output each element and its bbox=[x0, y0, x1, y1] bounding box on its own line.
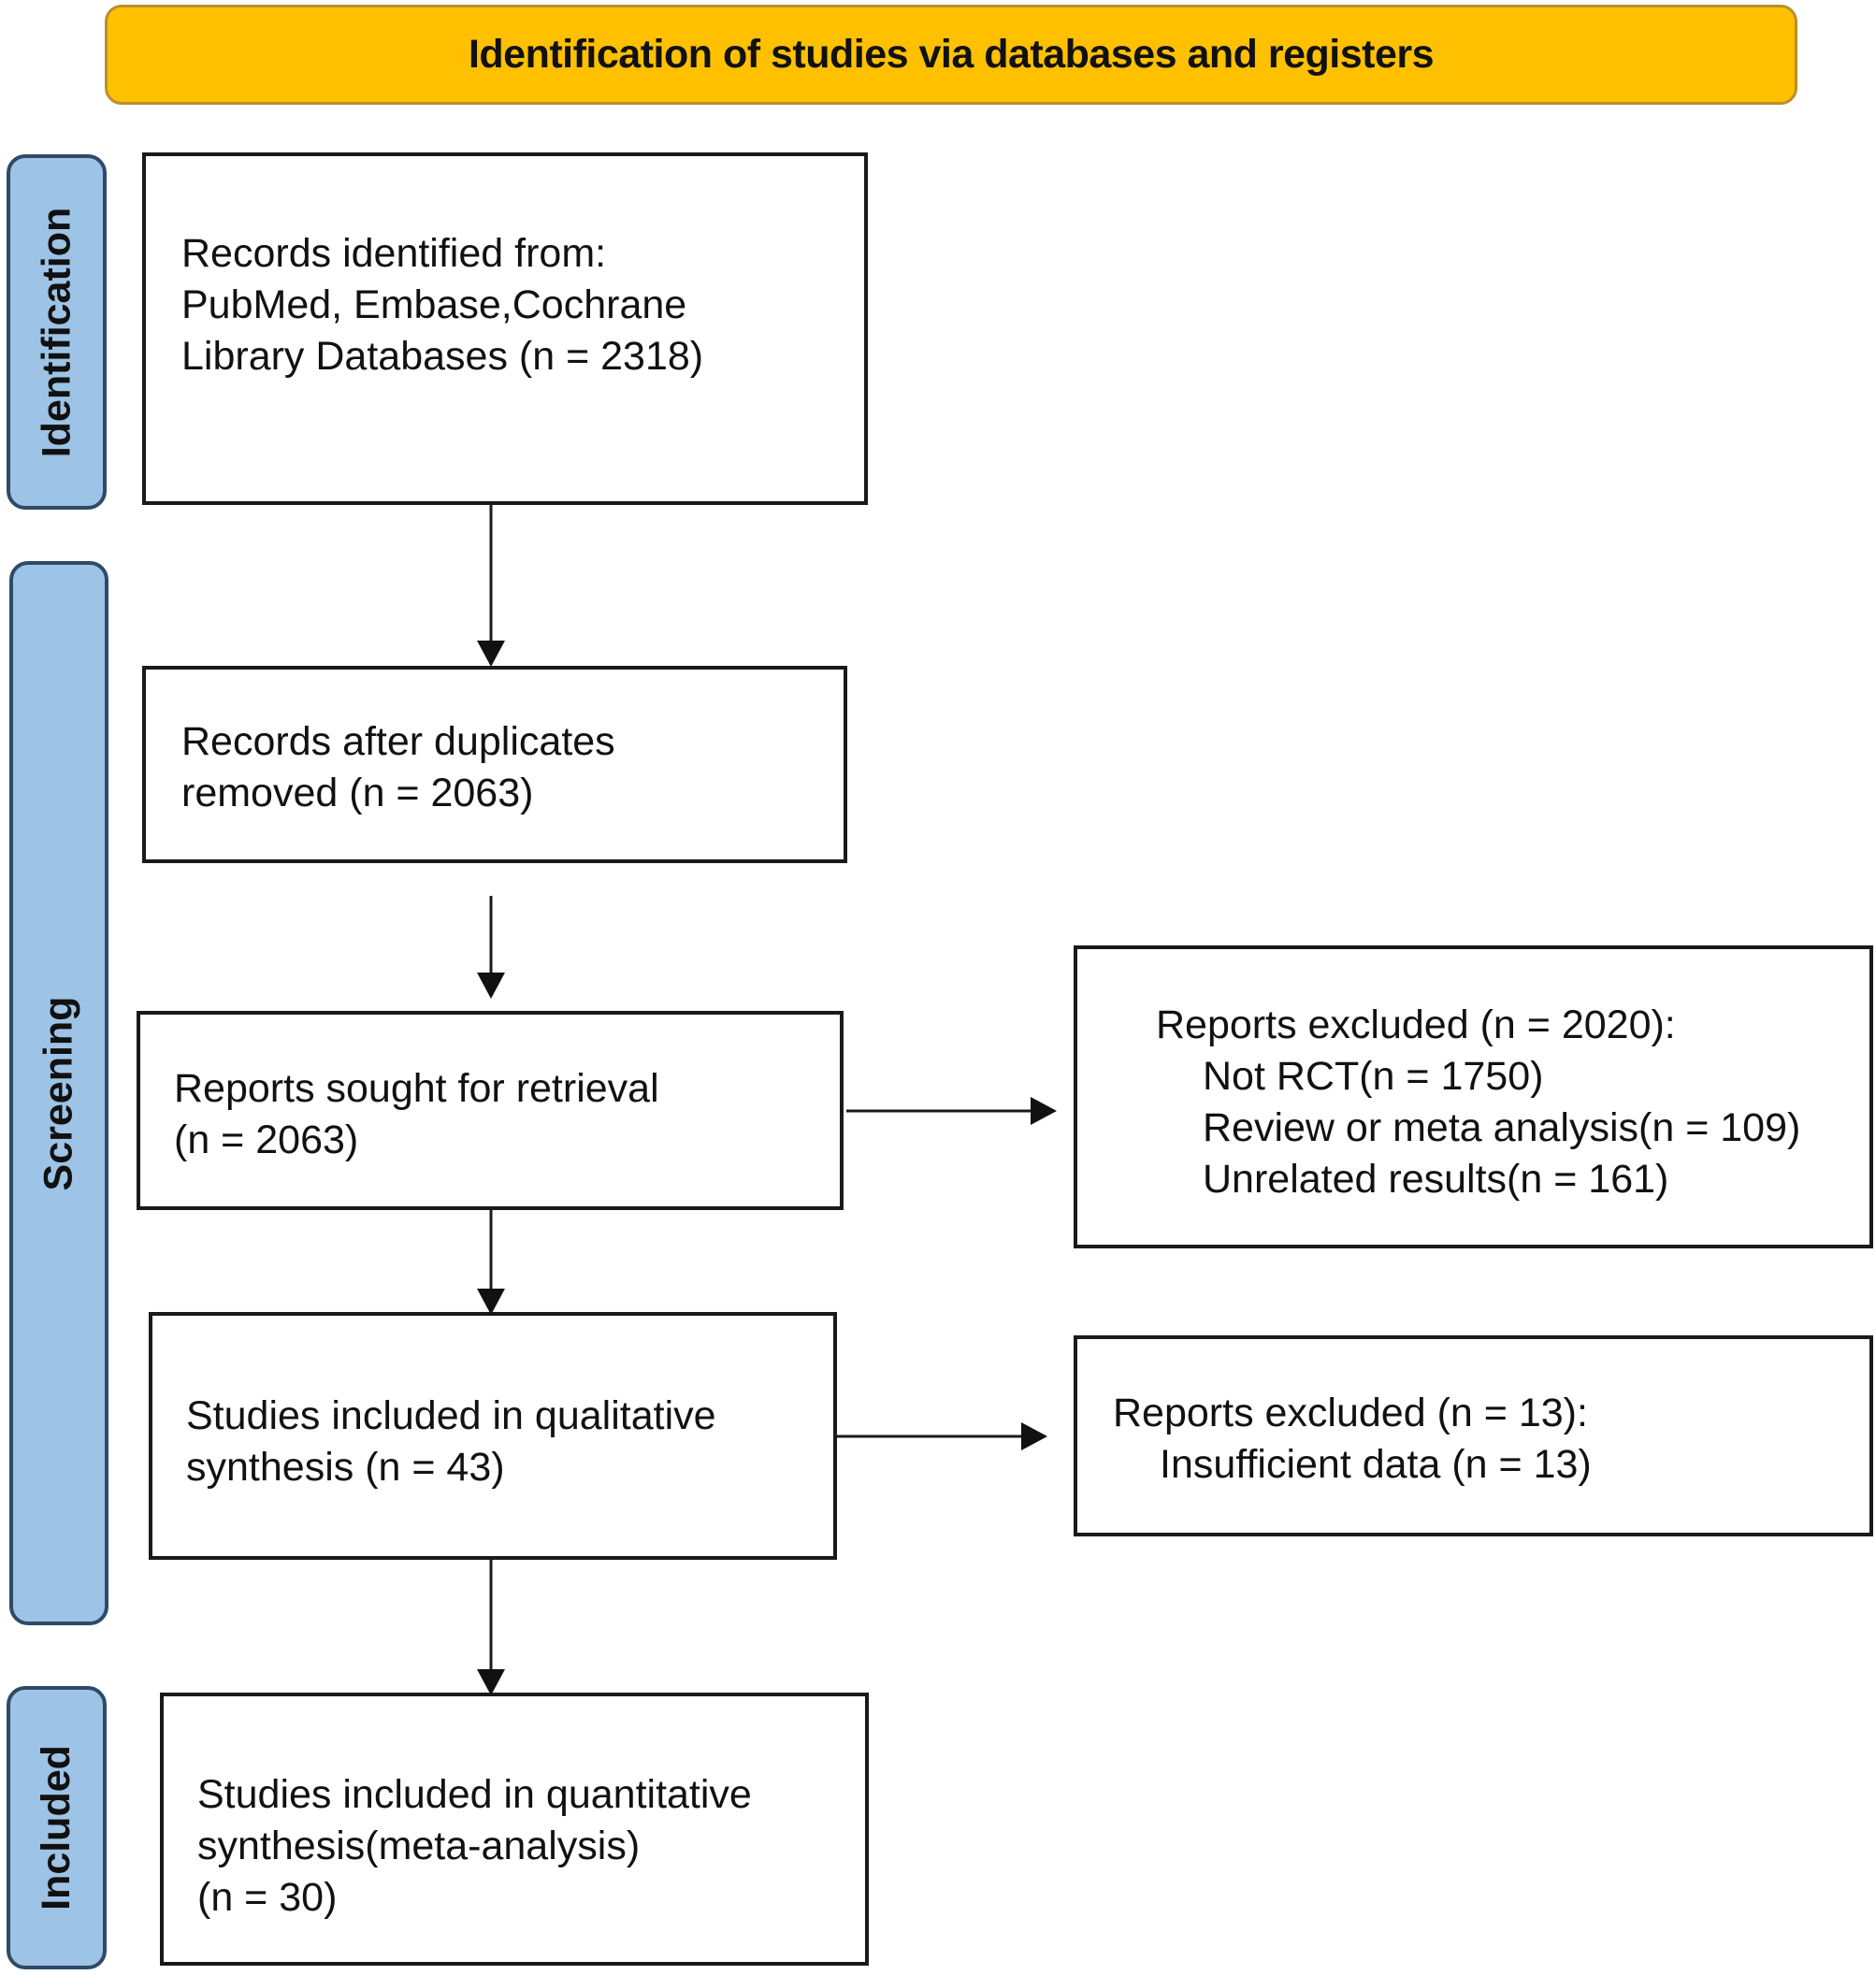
box-line: Library Databases (n = 2318) bbox=[181, 334, 704, 379]
records-after-duplicates-box: Records after duplicates removed (n = 20… bbox=[142, 666, 847, 863]
box-line: Reports sought for retrieval bbox=[174, 1066, 659, 1111]
qualitative-synthesis-box: Studies included in qualitative synthesi… bbox=[149, 1312, 837, 1560]
phase-identification-label: Identification bbox=[34, 207, 79, 457]
excluded-item: Not RCT(n = 1750) bbox=[1203, 1054, 1544, 1099]
arrowhead bbox=[1031, 1097, 1057, 1125]
excluded-heading: Reports excluded (n = 13): bbox=[1113, 1391, 1588, 1435]
phase-screening: Screening bbox=[9, 561, 108, 1625]
box-line: (n = 2063) bbox=[174, 1117, 359, 1162]
arrowhead bbox=[477, 1669, 505, 1695]
header-title: Identification of studies via databases … bbox=[468, 32, 1435, 77]
excluded-heading: Reports excluded (n = 2020): bbox=[1156, 1002, 1676, 1047]
phase-identification: Identification bbox=[7, 154, 107, 510]
box-line: Records identified from: bbox=[181, 231, 607, 276]
box-line: Records after duplicates bbox=[181, 719, 615, 764]
box-line: PubMed, Embase,Cochrane bbox=[181, 282, 687, 327]
records-identified-box: Records identified from: PubMed, Embase,… bbox=[142, 152, 868, 505]
arrowhead bbox=[1021, 1422, 1047, 1450]
excluded-item: Review or meta analysis(n = 109) bbox=[1203, 1105, 1801, 1150]
box-line: synthesis(meta-analysis) bbox=[197, 1824, 641, 1868]
phase-screening-label: Screening bbox=[36, 996, 81, 1190]
quantitative-synthesis-box: Studies included in quantitative synthes… bbox=[160, 1693, 869, 1966]
box-line: (n = 30) bbox=[197, 1875, 338, 1920]
phase-included-label: Included bbox=[34, 1745, 79, 1910]
box-line: Studies included in quantitative bbox=[197, 1772, 752, 1817]
header-banner: Identification of studies via databases … bbox=[105, 5, 1797, 105]
reports-excluded-insufficient-box: Reports excluded (n = 13): Insufficient … bbox=[1074, 1335, 1873, 1536]
box-line: Studies included in qualitative bbox=[186, 1393, 716, 1438]
excluded-item: Unrelated results(n = 161) bbox=[1203, 1157, 1669, 1202]
excluded-item: Insufficient data (n = 13) bbox=[1160, 1442, 1592, 1487]
box-line: removed (n = 2063) bbox=[181, 771, 534, 815]
arrowhead bbox=[477, 641, 505, 667]
reports-excluded-box: Reports excluded (n = 2020): Not RCT(n =… bbox=[1074, 945, 1873, 1248]
reports-sought-box: Reports sought for retrieval (n = 2063) bbox=[137, 1011, 844, 1210]
arrowhead bbox=[477, 973, 505, 999]
box-line: synthesis (n = 43) bbox=[186, 1445, 505, 1490]
arrowhead bbox=[477, 1289, 505, 1315]
phase-included: Included bbox=[7, 1686, 107, 1969]
